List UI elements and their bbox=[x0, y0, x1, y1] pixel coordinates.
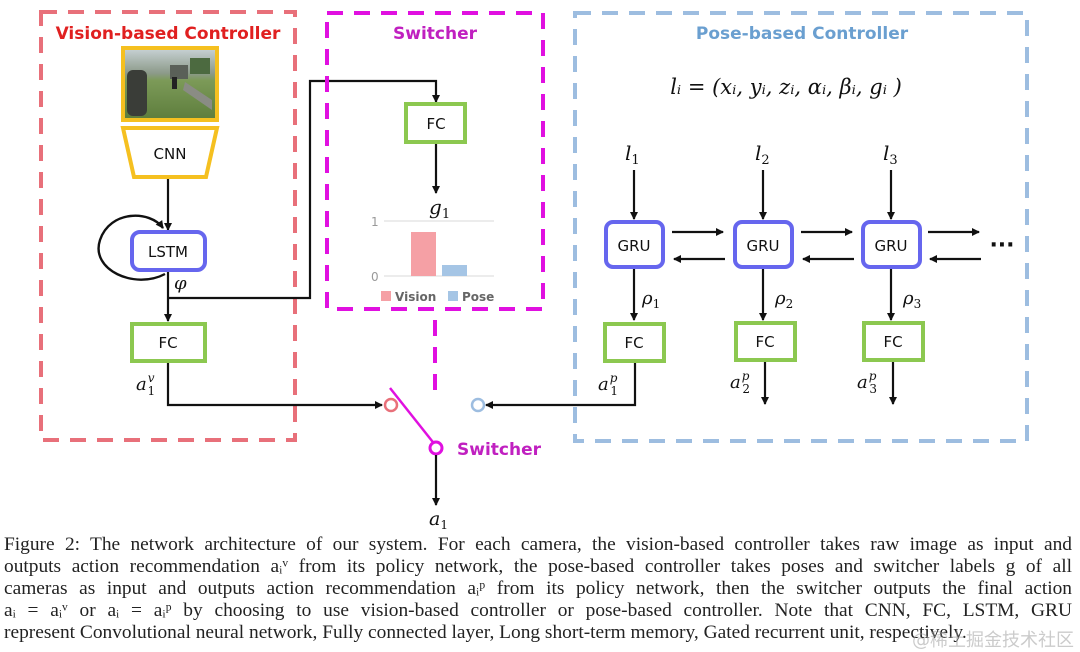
caption-line-4: aᵢ = aᵢᵛ or aᵢ = aᵢᵖ by choosing to use … bbox=[4, 600, 1072, 621]
lstm-label: LSTM bbox=[148, 243, 188, 261]
gru-block-3 bbox=[861, 220, 922, 269]
caption-line-2: outputs action recommendation aᵢᵛ from i… bbox=[4, 556, 1072, 577]
gru-label-3: GRU bbox=[874, 237, 907, 255]
caption-line-1: Figure 2: The network architecture of ou… bbox=[4, 534, 1072, 555]
input-l1: l1 bbox=[625, 141, 640, 168]
g1-bar-chart: 1 0 Vision Pose bbox=[371, 215, 494, 304]
pose-controller-title: Pose-based Controller bbox=[696, 24, 909, 44]
legend-swatch-pose bbox=[448, 291, 458, 301]
pose-fc-label-1: FC bbox=[624, 334, 643, 352]
rho-1: ρ1 bbox=[641, 288, 660, 311]
switcher-title: Switcher bbox=[393, 24, 478, 44]
gru-block-1 bbox=[604, 220, 665, 269]
pose-fc-label-2: FC bbox=[755, 333, 774, 351]
vision-fc-block bbox=[130, 322, 207, 363]
switch-pose-terminal bbox=[470, 397, 486, 413]
switcher-fc-block bbox=[404, 102, 467, 144]
legend-label-vision: Vision bbox=[395, 290, 436, 304]
legend-swatch-vision bbox=[381, 291, 391, 301]
caption-line-3: cameras as input and outputs action reco… bbox=[4, 578, 1072, 599]
bar-pose bbox=[442, 265, 467, 276]
arrow-lstm-switcher-fc bbox=[168, 79, 440, 300]
gru-label-2: GRU bbox=[746, 237, 779, 255]
cnn-block bbox=[120, 126, 220, 179]
ellipsis: ··· bbox=[989, 233, 1014, 258]
ytick-0: 0 bbox=[371, 270, 379, 284]
lstm-block bbox=[130, 230, 207, 272]
legend-label-pose: Pose bbox=[462, 290, 494, 304]
final-action-label: a1 bbox=[429, 508, 448, 530]
input-l2: l2 bbox=[755, 141, 770, 168]
watermark: @稀土掘金技术社区 bbox=[912, 630, 1074, 651]
switch-pivot bbox=[428, 440, 444, 456]
pose-controller-frame bbox=[573, 11, 1029, 443]
gru-label-1: GRU bbox=[617, 237, 650, 255]
figure-caption: Figure 2: The network architecture of ou… bbox=[4, 534, 1072, 644]
camera-image bbox=[121, 46, 219, 122]
switch-label: Switcher bbox=[457, 440, 542, 460]
switcher-frame bbox=[325, 11, 545, 311]
switch-vision-terminal bbox=[383, 397, 399, 413]
switch-lever bbox=[389, 387, 437, 447]
rho-2: ρ2 bbox=[774, 288, 793, 311]
phi-label: φ bbox=[174, 273, 187, 294]
vision-controller-frame bbox=[39, 10, 297, 442]
lstm-recurrent-loop bbox=[97, 214, 166, 281]
caption-line-5: represent Convolutional neural network, … bbox=[4, 622, 967, 643]
switcher-fc-label: FC bbox=[426, 115, 445, 133]
input-l3: l3 bbox=[883, 141, 898, 168]
gru-block-2 bbox=[733, 220, 794, 269]
network-architecture-diagram: Vision-based Controller CNN LSTM φ FC av… bbox=[39, 10, 1029, 530]
vision-fc-label: FC bbox=[158, 334, 177, 352]
arrow-pose1-to-switch bbox=[485, 363, 637, 409]
arrow-vision-to-switch bbox=[166, 363, 383, 409]
bar-vision bbox=[411, 232, 436, 276]
pose-formula: lᵢ = (xᵢ, yᵢ, zᵢ, αᵢ, βᵢ, gᵢ ) bbox=[670, 75, 902, 99]
pose-fc-block-2 bbox=[734, 321, 797, 362]
g1-label: g1 bbox=[429, 195, 450, 222]
pose-fc-label-3: FC bbox=[883, 333, 902, 351]
pose-fc-block-3 bbox=[862, 321, 925, 362]
ytick-1: 1 bbox=[371, 215, 379, 229]
rho-3: ρ3 bbox=[902, 288, 921, 311]
pose-fc-block-1 bbox=[603, 322, 666, 363]
vision-controller-title: Vision-based Controller bbox=[56, 24, 281, 44]
cnn-label: CNN bbox=[154, 145, 187, 163]
